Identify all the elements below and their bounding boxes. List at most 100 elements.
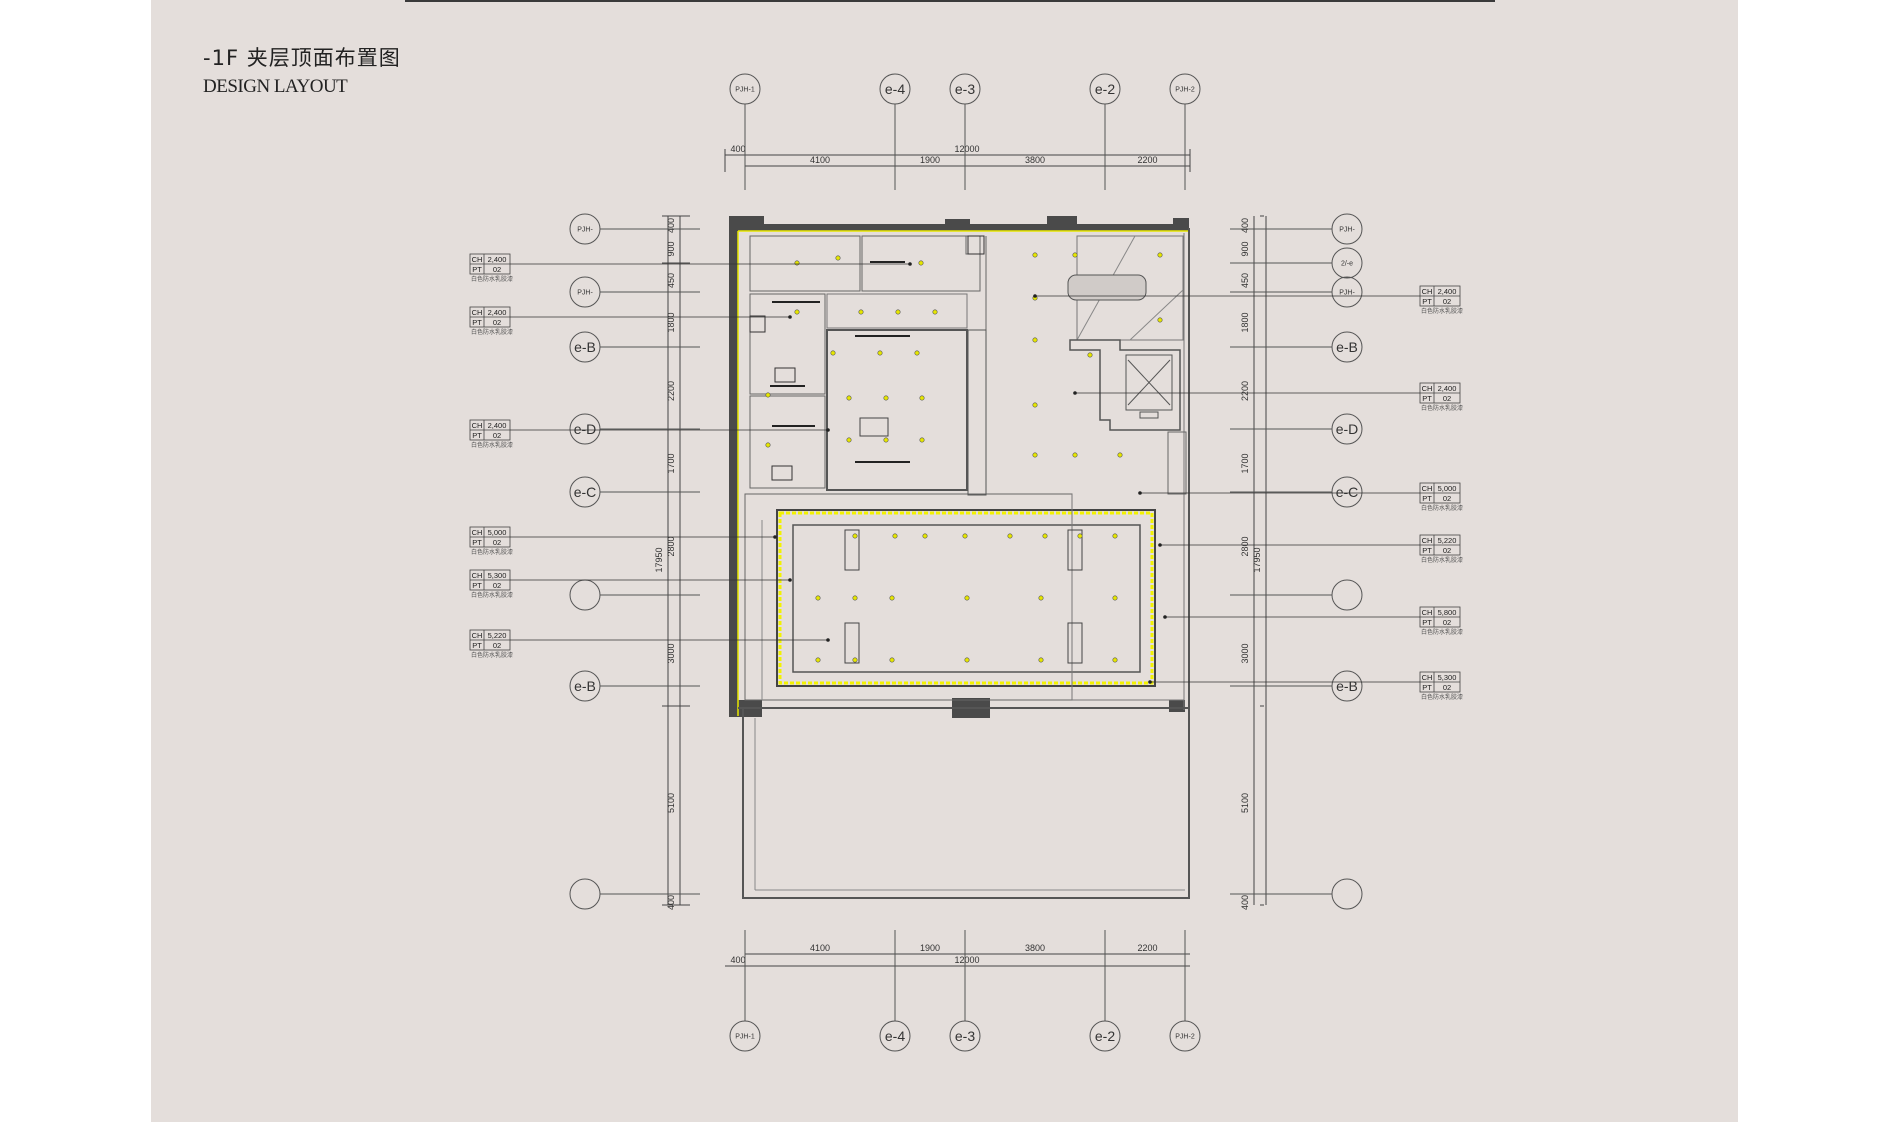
ceiling-light xyxy=(835,255,841,261)
ceiling-light xyxy=(1042,533,1048,539)
ceiling-light xyxy=(1072,452,1078,458)
tag-pt-value: 02 xyxy=(493,581,501,590)
left-axis-label: PJH- xyxy=(577,290,593,297)
dim-total: 17950 xyxy=(654,547,664,572)
axis-bubble-circle xyxy=(569,878,601,910)
tag-ch-value: 5,220 xyxy=(488,631,507,640)
ceiling-light xyxy=(846,395,852,401)
seat-block-4 xyxy=(1067,622,1083,664)
ceiling-light xyxy=(919,437,925,443)
tag-ch-value: 2,400 xyxy=(488,255,507,264)
right-axis-label: e-C xyxy=(1336,484,1359,500)
ceiling-light xyxy=(895,309,901,315)
outdoor-area xyxy=(742,707,1190,899)
dim-segment: 3800 xyxy=(1025,943,1045,953)
tag-ch-key: CH xyxy=(1422,536,1433,545)
ceiling-light xyxy=(1112,595,1118,601)
dim-segment: 1900 xyxy=(920,155,940,165)
room-closet xyxy=(965,235,985,255)
bottom-axis-label: PJH-1 xyxy=(735,1034,755,1041)
room-corridor xyxy=(826,293,968,329)
void-frame-highlight xyxy=(778,511,1154,685)
tag-note: 白色防水乳胶漆 xyxy=(1421,556,1463,564)
room-center xyxy=(826,329,968,491)
tag-note: 白色防水乳胶漆 xyxy=(471,591,513,599)
dim-segment: 2200 xyxy=(1240,381,1250,401)
tag-pt-value: 02 xyxy=(493,431,501,440)
dim-segment: 400 xyxy=(1240,218,1250,233)
tag-ch-value: 2,400 xyxy=(488,421,507,430)
tag-leader-dot xyxy=(908,262,912,266)
fixture-box-4 xyxy=(967,235,985,255)
tag-leader-dot xyxy=(826,638,830,642)
dim-segment: 2800 xyxy=(666,536,676,556)
tag-pt-value: 02 xyxy=(1443,297,1451,306)
room-top-left xyxy=(749,235,861,292)
tag-note: 白色防水乳胶漆 xyxy=(471,275,513,283)
ceiling-light xyxy=(1117,452,1123,458)
ceiling-light xyxy=(919,395,925,401)
tag-ch-key: CH xyxy=(472,255,483,264)
dim-segment: 4100 xyxy=(810,155,830,165)
dim-segment: 1800 xyxy=(666,312,676,332)
dim-segment: 400 xyxy=(666,218,676,233)
tag-leader-dot xyxy=(1033,294,1037,298)
ceiling-light xyxy=(918,260,924,266)
tag-leader-dot xyxy=(1158,543,1162,547)
ceiling-light xyxy=(883,395,889,401)
tag-pt-value: 02 xyxy=(1443,683,1451,692)
top-axis-label: e-4 xyxy=(885,81,905,97)
left-axis-label: e-D xyxy=(574,421,597,437)
tag-note: 白色防水乳胶漆 xyxy=(471,651,513,659)
axis-bubble-circle xyxy=(1331,878,1363,910)
lift-door xyxy=(1139,411,1159,419)
dim-segment: 3800 xyxy=(1025,155,1045,165)
top-axis-label: e-3 xyxy=(955,81,975,97)
dim-segment: 450 xyxy=(1240,273,1250,288)
room-small-left-2 xyxy=(749,395,826,489)
tag-ch-key: CH xyxy=(472,308,483,317)
fixture-box-3 xyxy=(749,315,766,333)
ceiling-light xyxy=(889,657,895,663)
seat-block-3 xyxy=(1067,529,1083,571)
right-axis-label: e-B xyxy=(1336,339,1358,355)
void-frame-inner xyxy=(792,524,1141,673)
dim-segment: 3000 xyxy=(666,643,676,663)
ceiling-light xyxy=(962,533,968,539)
room-top-mid xyxy=(861,235,981,292)
dim-segment: 1900 xyxy=(920,943,940,953)
top-axis-label: PJH-2 xyxy=(1175,87,1195,94)
tag-pt-key: PT xyxy=(472,318,482,327)
tag-pt-key: PT xyxy=(472,581,482,590)
tag-ch-key: CH xyxy=(1422,673,1433,682)
tag-note: 白色防水乳胶漆 xyxy=(471,328,513,336)
tag-pt-value: 02 xyxy=(1443,394,1451,403)
ceiling-light xyxy=(877,350,883,356)
tag-ch-value: 5,300 xyxy=(488,571,507,580)
ceiling-light xyxy=(765,392,771,398)
desk-block xyxy=(859,417,889,437)
ceiling-light xyxy=(794,260,800,266)
tag-leader-dot xyxy=(1138,491,1142,495)
tag-pt-key: PT xyxy=(1422,494,1432,503)
axis-bubble-circle xyxy=(569,579,601,611)
tag-leader-dot xyxy=(1073,391,1077,395)
seat-block-2 xyxy=(844,622,860,664)
tag-note: 白色防水乳胶漆 xyxy=(1421,307,1463,315)
tag-pt-key: PT xyxy=(472,431,482,440)
tag-pt-key: PT xyxy=(1422,297,1432,306)
tag-ch-key: CH xyxy=(1422,384,1433,393)
dim-segment: 4100 xyxy=(810,943,830,953)
dim-segment: 2200 xyxy=(1137,943,1157,953)
ceiling-light xyxy=(1032,337,1038,343)
tag-ch-value: 2,400 xyxy=(1438,384,1457,393)
bath-block xyxy=(967,329,987,496)
dim-total: 12000 xyxy=(954,144,979,154)
axis-bubble-circle xyxy=(1331,579,1363,611)
tag-pt-value: 02 xyxy=(493,538,501,547)
tag-note: 白色防水乳胶漆 xyxy=(1421,628,1463,636)
lift-cross-2 xyxy=(1127,359,1171,406)
stair-opening xyxy=(1067,274,1147,301)
